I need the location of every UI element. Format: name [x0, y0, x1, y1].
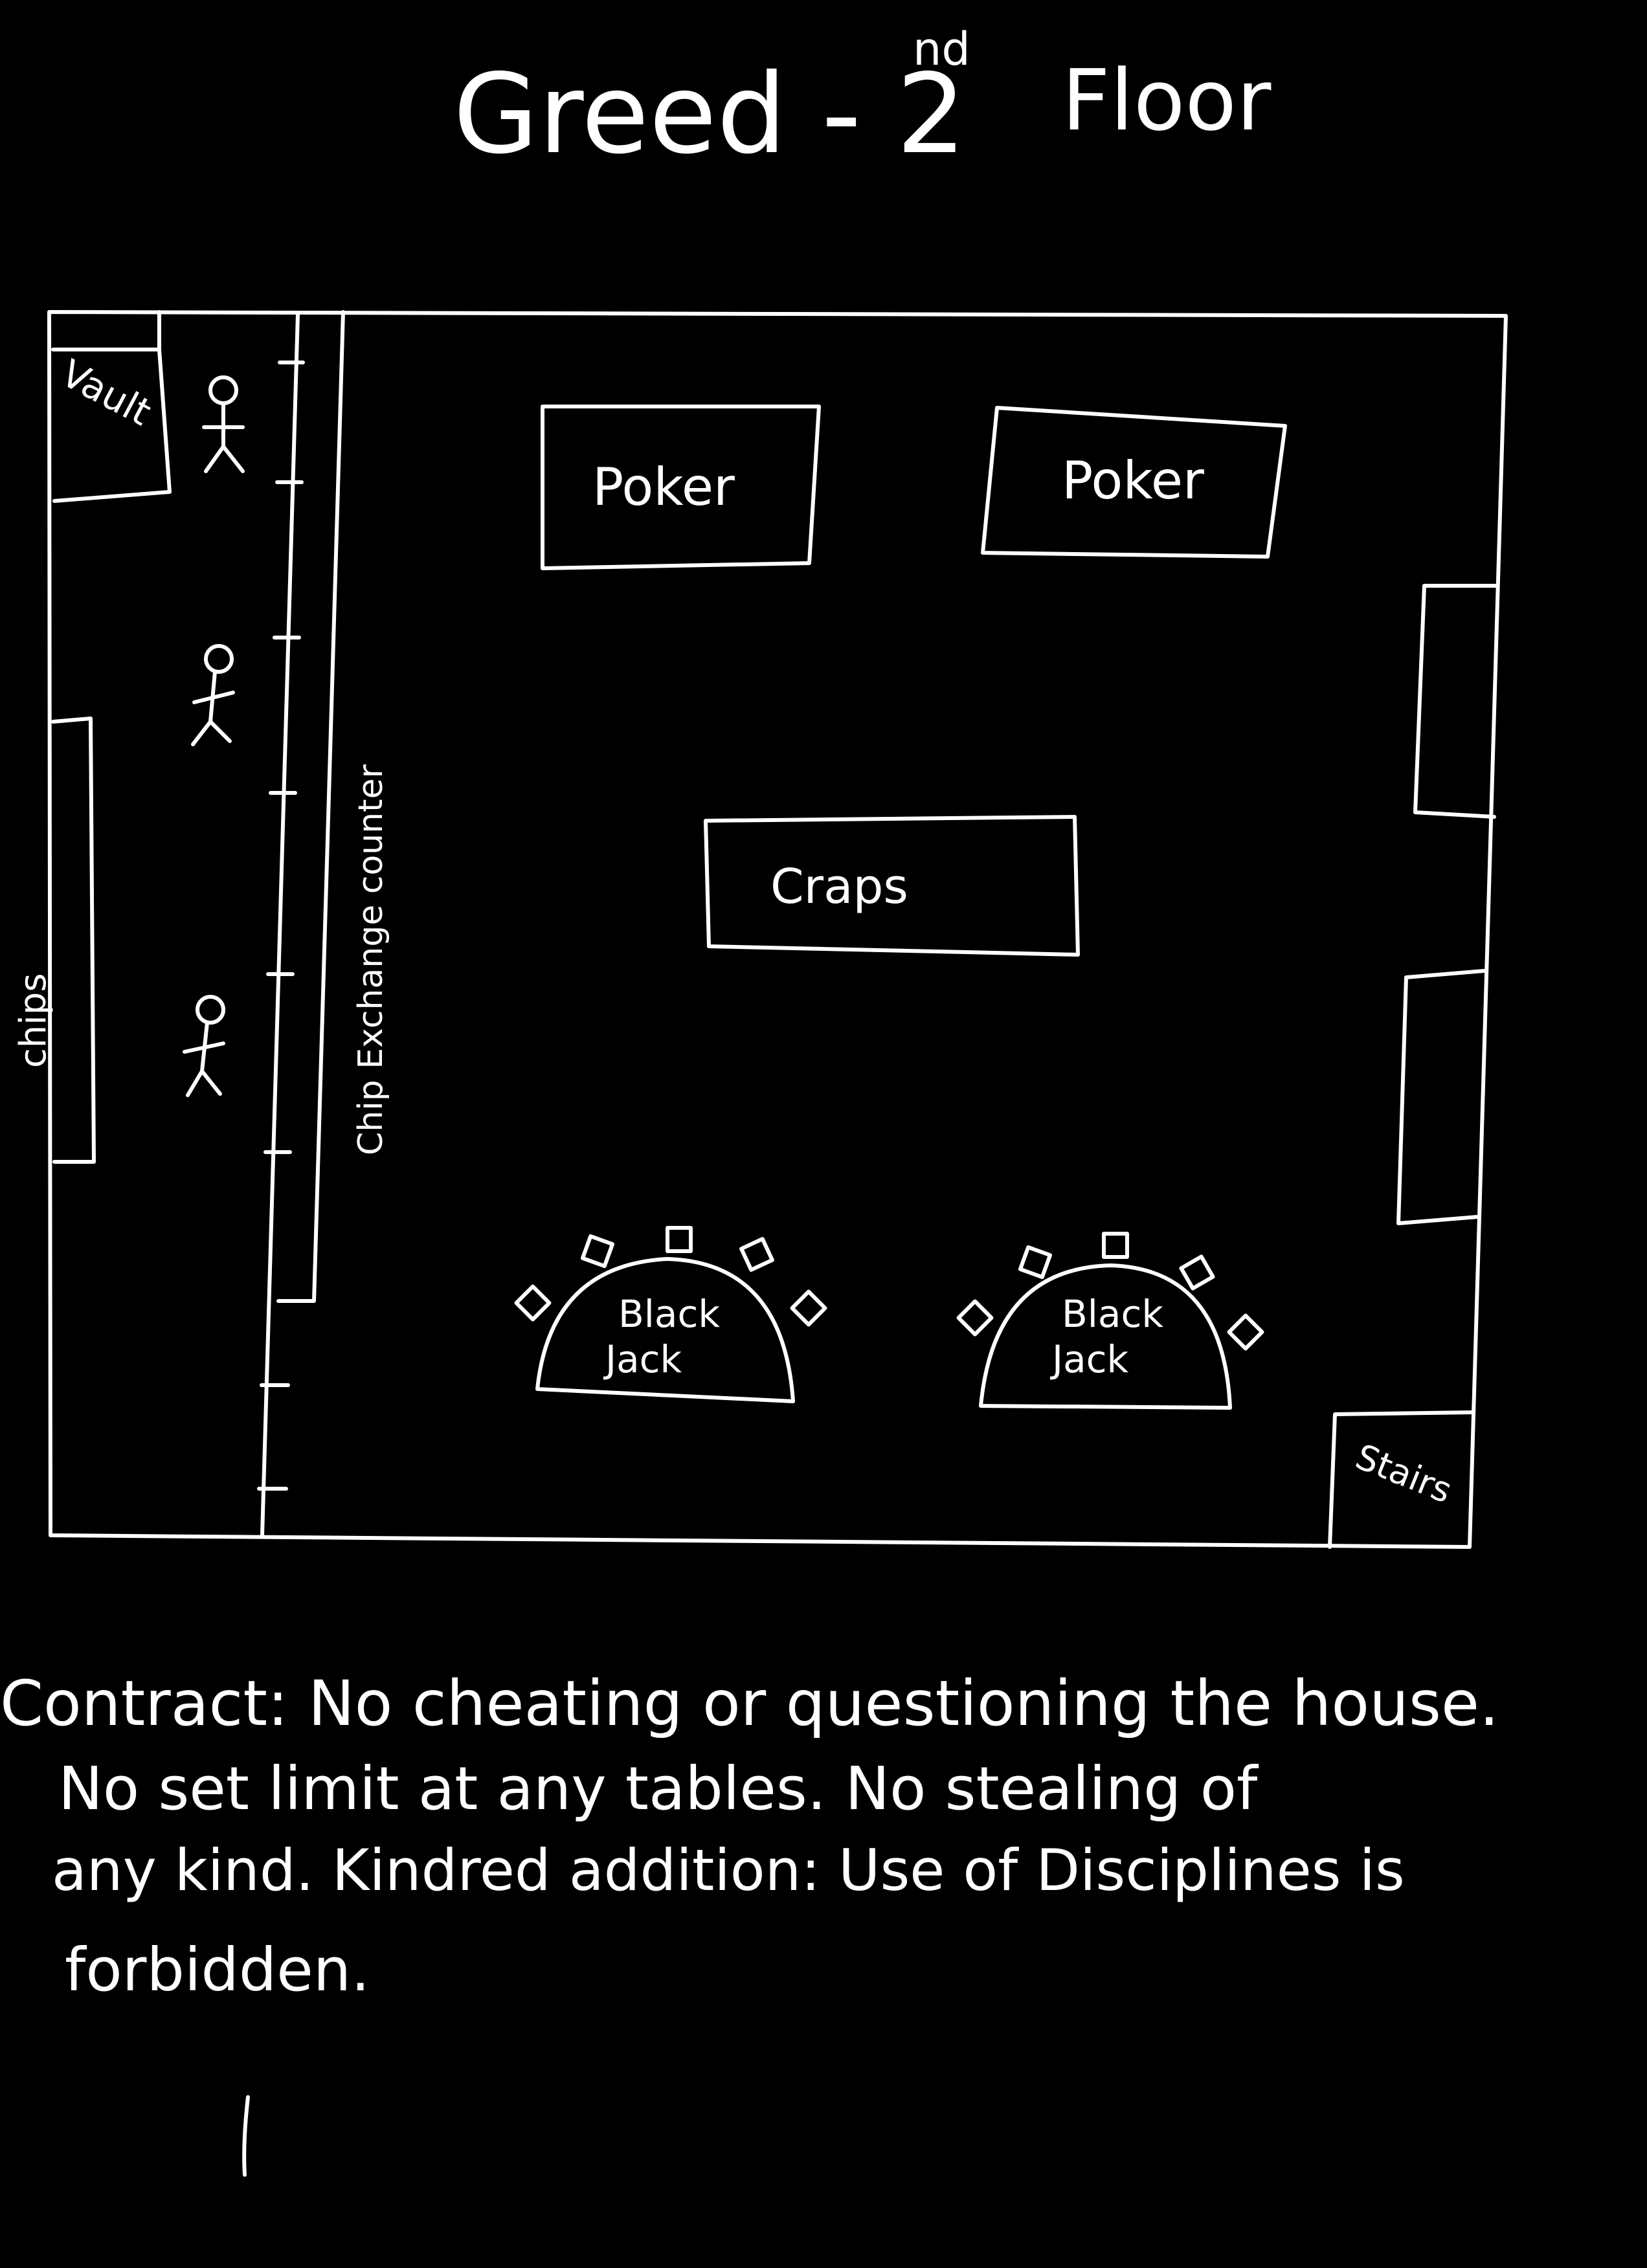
attendant-figure-1 — [202, 375, 245, 473]
attendant-figure-2 — [191, 644, 235, 746]
poker-right-label: Poker — [1062, 450, 1204, 511]
pen-mark — [242, 2095, 250, 2177]
blackjack-left-seats — [514, 1226, 827, 1327]
stairs-box — [1328, 1410, 1475, 1549]
blackjack-left-label-line2: Jack — [603, 1337, 682, 1381]
stairs-label: Stairs — [1350, 1436, 1457, 1511]
poker-left-label: Poker — [592, 457, 735, 517]
blackjack-left-label-line1: Black — [618, 1292, 720, 1336]
counter-back — [276, 310, 345, 1303]
chip-exchange-counter-label: Chip Exchange counter — [352, 764, 390, 1155]
counter-ticks — [257, 361, 305, 1491]
contract-line-2: No set limit at any tables. No stealing … — [58, 1754, 1259, 1823]
poker-table-left — [541, 405, 821, 570]
craps-label: Craps — [770, 859, 908, 915]
chips-label: chips — [12, 973, 54, 1068]
blackjack-right-label-line1: Black — [1062, 1292, 1163, 1336]
attendant-figure-3 — [183, 995, 225, 1097]
contract-line-4: forbidden. — [65, 1935, 370, 2005]
title-superscript: nd — [913, 23, 970, 76]
title-suffix: Floor — [1062, 51, 1272, 150]
outer-wall — [47, 310, 1508, 1549]
contract-line-1: Contract: No cheating or questioning the… — [0, 1667, 1499, 1740]
blackjack-table-right — [979, 1263, 1232, 1410]
counter-front — [260, 313, 300, 1537]
craps-table — [704, 815, 1080, 957]
poker-table-right — [981, 406, 1287, 559]
title-main: Greed - 2 — [453, 50, 967, 179]
vault-room — [51, 348, 172, 503]
right-wall-alcove-2 — [1396, 969, 1486, 1225]
blackjack-table-left — [535, 1257, 795, 1403]
vault-label: Vault — [54, 351, 158, 434]
contract-line-3: any kind. Kindred addition: Use of Disci… — [52, 1837, 1405, 1904]
blackjack-right-label-line2: Jack — [1050, 1337, 1129, 1381]
right-wall-alcove-1 — [1413, 584, 1499, 819]
blackjack-right-seats — [956, 1232, 1264, 1351]
chips-shelf — [51, 717, 96, 1164]
